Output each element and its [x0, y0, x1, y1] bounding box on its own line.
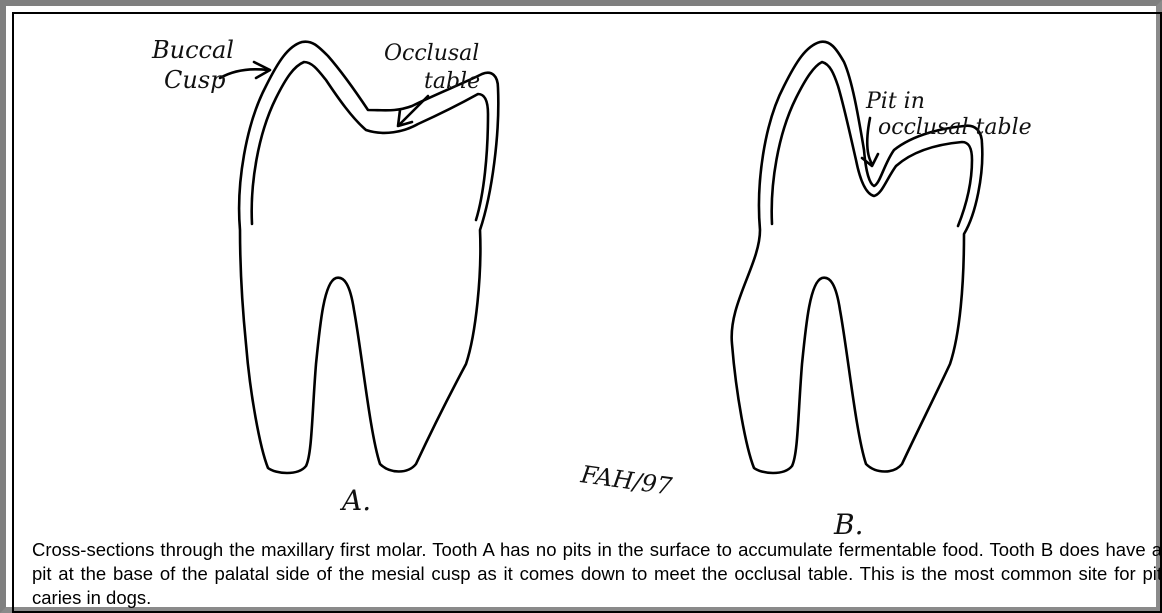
figure-caption: Cross-sections through the maxillary fir…	[32, 538, 1162, 610]
tooth-b-outline	[732, 42, 983, 473]
label-tooth-a: A.	[339, 484, 371, 517]
occlusal-table-arrow	[400, 96, 428, 124]
molar-cross-section-drawing: Buccal Cusp Occlusal table Pit in occlus…	[14, 14, 1160, 611]
label-buccal: Buccal	[151, 36, 234, 64]
artist-signature: FAH/97	[578, 460, 674, 501]
label-table: table	[424, 69, 480, 94]
label-occlusal-table-b: occlusal table	[878, 115, 1032, 140]
label-occlusal: Occlusal	[384, 41, 479, 66]
pit-arrow	[867, 118, 872, 164]
label-pit-in: Pit in	[865, 89, 925, 114]
label-tooth-b: B.	[833, 508, 863, 541]
tooth-a-outline	[239, 42, 498, 473]
label-cusp: Cusp	[164, 66, 226, 94]
figure-panel: Buccal Cusp Occlusal table Pit in occlus…	[12, 12, 1162, 613]
tooth-b-enamel-line	[772, 62, 972, 226]
